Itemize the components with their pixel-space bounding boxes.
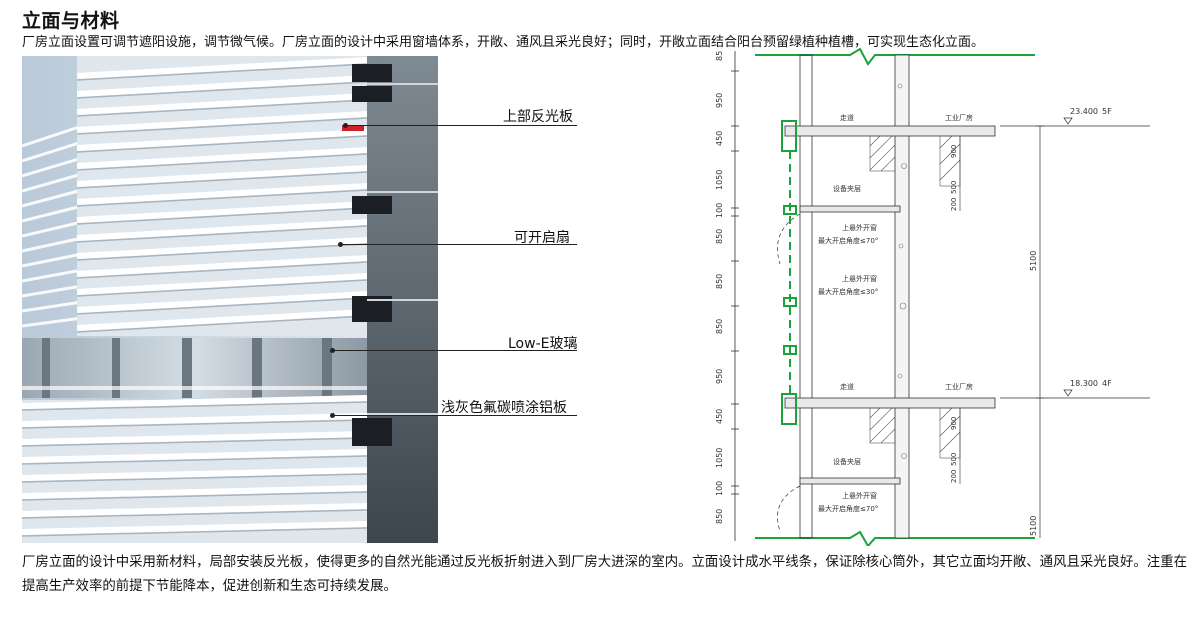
level-4f-elev: 18.300 [1070,379,1098,388]
dim-5: 100 [715,203,724,218]
dim-13: 850 [715,509,724,524]
callout-leader-openable [338,242,577,247]
dim-7: 850 [715,274,724,289]
callout-aluminum-panel: 浅灰色氟碳喷涂铝板 [441,400,567,416]
facade-photo [22,56,438,543]
label-win3-a: 上悬外开窗 [842,491,877,500]
label-factory-4f: 工业厂房 [945,382,973,391]
dim-1: 85 [715,51,724,61]
dim-6: 850 [715,229,724,244]
label-corridor-5f: 走道 [840,113,854,122]
callout-leader-reflector [343,123,577,128]
inner-dim-3: 200 [950,198,958,211]
page-title: 立面与材料 [22,10,120,32]
intro-paragraph: 厂房立面设置可调节遮阳设施，调节微气候。厂房立面的设计中采用窗墙体系，开敞、通风… [22,35,985,50]
dim-9: 950 [715,369,724,384]
inner-dim-1: 900 [950,145,958,158]
callout-openable: 可开启扇 [514,230,570,246]
label-mech-5f: 设备夹层 [833,184,861,193]
level-4f-floor: 4F [1102,379,1112,388]
callout-leader-lowe [330,348,577,353]
inner-dim-6: 200 [950,470,958,483]
label-corridor-4f: 走道 [840,382,854,391]
outro-paragraph: 厂房立面的设计中采用新材料，局部安装反光板，使得更多的自然光能通过反光板折射进入… [22,555,1187,594]
dim-12: 100 [715,481,724,496]
label-win3-b: 最大开启角度≤70° [818,504,878,513]
label-mech-4f: 设备夹层 [833,457,861,466]
dim-8: 850 [715,319,724,334]
label-win1-a: 上悬外开窗 [842,223,877,232]
total-dim: 5100 [1029,251,1038,271]
label-win2-b: 最大开启角度≤30° [818,287,878,296]
label-factory-5f: 工业厂房 [945,113,973,122]
dim-2: 950 [715,93,724,108]
bottom-total-dim: 5100 [1029,516,1038,536]
callout-lowe-glass: Low-E玻璃 [508,336,578,352]
inner-dim-2: 500 [950,181,958,194]
dim-4: 1050 [715,170,724,190]
level-5f-elev: 23.400 [1070,107,1098,116]
wall-section-drawing: 85 950 450 1050 100 850 850 850 950 450 … [700,46,1170,548]
label-win2-a: 上悬外开窗 [842,274,877,283]
inner-dim-5: 500 [950,453,958,466]
dim-11: 1050 [715,448,724,468]
dim-3: 450 [715,131,724,146]
callout-leader-panel [330,413,577,418]
dim-10: 450 [715,409,724,424]
inner-dim-4: 900 [950,417,958,430]
label-win1-b: 最大开启角度≤70° [818,236,878,245]
callout-reflector: 上部反光板 [503,109,573,125]
level-5f-floor: 5F [1102,107,1112,116]
